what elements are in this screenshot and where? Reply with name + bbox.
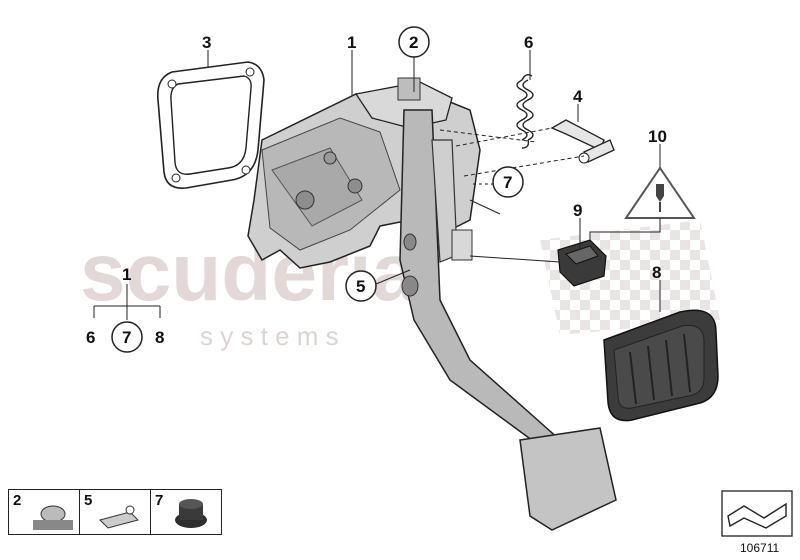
callout-9: 9 xyxy=(573,201,582,220)
group-parent-label: 1 xyxy=(122,265,131,284)
callout-5: 5 xyxy=(356,277,365,296)
callout-2: 2 xyxy=(409,33,418,52)
callout-10: 10 xyxy=(648,127,667,146)
part-7-icon xyxy=(175,499,207,528)
callouts: 1 2 3 4 5 6 7 8 9 10 xyxy=(202,26,667,302)
group-center-label: 7 xyxy=(122,328,131,347)
thumbnail-part-7[interactable]: 7 xyxy=(150,489,222,535)
callout-1: 1 xyxy=(347,33,356,52)
nav-arrow-icon xyxy=(727,502,787,529)
pedal-lever xyxy=(399,109,617,531)
warning-symbol-part-10 xyxy=(624,166,696,219)
part-5-icon xyxy=(99,505,139,529)
group-center-circle xyxy=(111,321,143,353)
diagram-nav-box: 106711 xyxy=(721,490,793,555)
group-tree: 1 6 7 8 xyxy=(86,265,164,353)
callout-7: 7 xyxy=(503,173,512,192)
callout-3: 3 xyxy=(202,33,211,52)
callout-6: 6 xyxy=(524,33,533,52)
thumbnail-number: 7 xyxy=(155,492,164,509)
thumbnail-part-2[interactable]: 2 xyxy=(8,489,80,535)
leader-lines xyxy=(207,50,661,312)
callout-8: 8 xyxy=(652,263,661,282)
thumbnail-number: 2 xyxy=(13,492,22,509)
diagram-id: 106711 xyxy=(740,541,779,555)
gasket-part-3 xyxy=(156,61,265,189)
callout-circle-2 xyxy=(398,26,430,58)
thumbnail-number: 5 xyxy=(84,492,93,509)
callout-circle-7 xyxy=(492,166,524,198)
callout-circle-5 xyxy=(345,270,377,302)
watermark-subtext: s y s t e m s xyxy=(200,321,339,351)
callout-4: 4 xyxy=(573,87,583,106)
group-right-label: 8 xyxy=(155,328,164,347)
thumbnail-part-5[interactable]: 5 xyxy=(79,489,151,535)
spring-part-6 xyxy=(516,73,534,149)
pedal-pad-part-8 xyxy=(603,309,719,422)
clip-part-4 xyxy=(550,119,615,164)
part-2-icon xyxy=(33,505,73,530)
group-left-label: 6 xyxy=(86,328,95,347)
